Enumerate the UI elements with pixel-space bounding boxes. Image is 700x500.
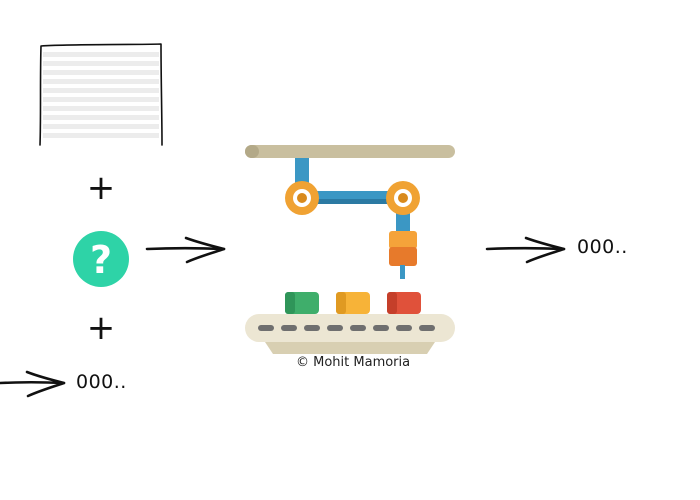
question-mark: ?: [90, 238, 112, 282]
conveyor-belt: [245, 314, 455, 354]
bottom-input-label: 000..: [76, 371, 127, 393]
output-label: 000..: [577, 236, 628, 258]
robot-arm-assembly-line-icon: [245, 145, 455, 354]
input-arrow: [145, 236, 226, 264]
box-green: [285, 292, 319, 314]
box-yellow: [336, 292, 370, 314]
top-rail: [245, 145, 455, 158]
document-border: [39, 43, 163, 146]
credit-text: © Mohit Mamoria: [296, 355, 411, 370]
document-icon: [39, 43, 163, 146]
question-icon: ?: [73, 231, 129, 287]
bottom-input-arrow: [0, 370, 66, 398]
plus-sign-top: +: [87, 168, 116, 208]
left-joint: [285, 181, 319, 215]
box-red: [387, 292, 421, 314]
arm-upper: [295, 158, 309, 186]
gripper: [389, 231, 417, 279]
document-lines: [43, 52, 159, 138]
plus-sign-bottom: +: [87, 308, 116, 348]
right-joint: [386, 181, 420, 215]
output-arrow: [485, 236, 566, 264]
